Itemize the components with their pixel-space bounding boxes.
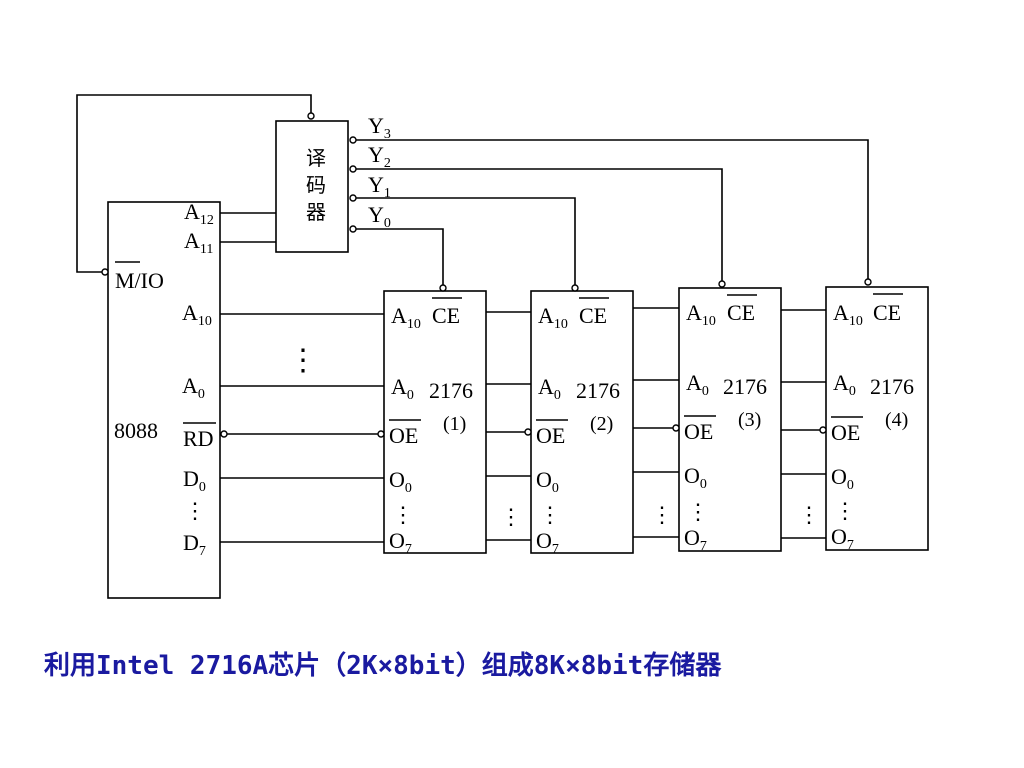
cpu-d0-label: D0 (183, 466, 206, 495)
circuit-diagram: 译 码 器 Y3 Y2 Y1 Y0 A12 A11 M/IO A10 A0 80… (76, 94, 929, 599)
svg-text:CE: CE (873, 300, 901, 325)
chip-2-box (530, 290, 634, 554)
chip-2-part: 2176 (576, 378, 620, 403)
chip-3-index: (3) (738, 409, 761, 431)
y3-wire (353, 139, 869, 282)
cpu-rd-label: RD (183, 426, 214, 451)
y3-label: Y3 (368, 113, 391, 142)
svg-text:O7: O7 (684, 525, 707, 554)
cpu-a10-label: A10 (182, 300, 212, 329)
svg-text:⋮: ⋮ (539, 502, 561, 527)
cpu-ellipsis: ⋮ (184, 498, 206, 523)
y1-wire (353, 197, 576, 286)
chip-3: A10 CE A0 2176 (3) OE O0 ⋮ O7 (684, 300, 767, 554)
chip-2: A10 CE A0 2176 (2) OE O0 ⋮ O7 (536, 303, 620, 557)
svg-text:O0: O0 (536, 467, 559, 496)
svg-text:A10: A10 (538, 303, 568, 332)
svg-text:O7: O7 (831, 524, 854, 553)
gap-ellipsis-1: ⋮ (500, 504, 522, 529)
svg-text:A0: A0 (538, 374, 561, 403)
svg-text:A10: A10 (686, 300, 716, 329)
decoder-label-1: 译 (306, 147, 326, 170)
chip-1-index: (1) (443, 413, 466, 435)
decoder-label-3: 器 (306, 202, 326, 224)
chip-1-box (383, 290, 487, 554)
cpu-8088-box (107, 201, 221, 599)
y2-wire (353, 168, 723, 283)
mio-wire (76, 94, 312, 273)
chip-1-part: 2176 (429, 378, 473, 403)
chip-3-part: 2176 (723, 374, 767, 399)
gap-ellipsis-2: ⋮ (651, 502, 673, 527)
svg-text:O0: O0 (831, 464, 854, 493)
gap-ellipsis-3: ⋮ (798, 502, 820, 527)
y0-label: Y0 (368, 202, 391, 231)
svg-text:O0: O0 (684, 463, 707, 492)
svg-text:⋮: ⋮ (687, 499, 709, 524)
chip-4-box (825, 286, 929, 551)
svg-text:OE: OE (831, 420, 860, 445)
y1-label: Y1 (368, 172, 391, 201)
cpu-d7-label: D7 (183, 530, 206, 559)
chip-4-index: (4) (885, 409, 908, 431)
svg-text:CE: CE (432, 303, 460, 328)
cpu-a0-label: A0 (182, 373, 205, 402)
svg-text:⋮: ⋮ (834, 498, 856, 523)
cpu-name: 8088 (114, 418, 158, 443)
svg-text:CE: CE (727, 300, 755, 325)
chip-1: A10 CE A0 2176 (1) OE O0 ⋮ O7 (389, 303, 473, 557)
cpu-mio-label: M/IO (115, 268, 164, 293)
y0-wire (353, 228, 444, 286)
decoder-box (275, 120, 349, 253)
svg-text:A0: A0 (686, 370, 709, 399)
svg-text:A10: A10 (833, 300, 863, 329)
decoder-enable-pin (307, 112, 315, 120)
svg-text:OE: OE (536, 423, 565, 448)
svg-text:O0: O0 (389, 467, 412, 496)
cpu-a11-label: A11 (184, 228, 213, 257)
svg-text:A0: A0 (833, 370, 856, 399)
decoder-label-2: 码 (306, 175, 326, 197)
bus-ellipsis: ⋮ (288, 344, 318, 377)
chip-4: A10 CE A0 2176 (4) OE O0 ⋮ O7 (831, 300, 914, 553)
rd-pin (220, 430, 228, 438)
chip-2-index: (2) (590, 413, 613, 435)
svg-text:O7: O7 (389, 528, 412, 557)
svg-text:OE: OE (389, 423, 418, 448)
svg-text:O7: O7 (536, 528, 559, 557)
svg-text:OE: OE (684, 419, 713, 444)
caption: 利用Intel 2716A芯片（2K×8bit）组成8K×8bit存储器 (44, 651, 722, 681)
mio-pin (101, 268, 109, 276)
cpu-a12-label: A12 (184, 199, 214, 228)
chip-4-part: 2176 (870, 374, 914, 399)
y2-label: Y2 (368, 142, 391, 171)
svg-text:CE: CE (579, 303, 607, 328)
svg-text:A0: A0 (391, 374, 414, 403)
svg-text:⋮: ⋮ (392, 502, 414, 527)
chip-3-box (678, 287, 782, 552)
svg-text:A10: A10 (391, 303, 421, 332)
